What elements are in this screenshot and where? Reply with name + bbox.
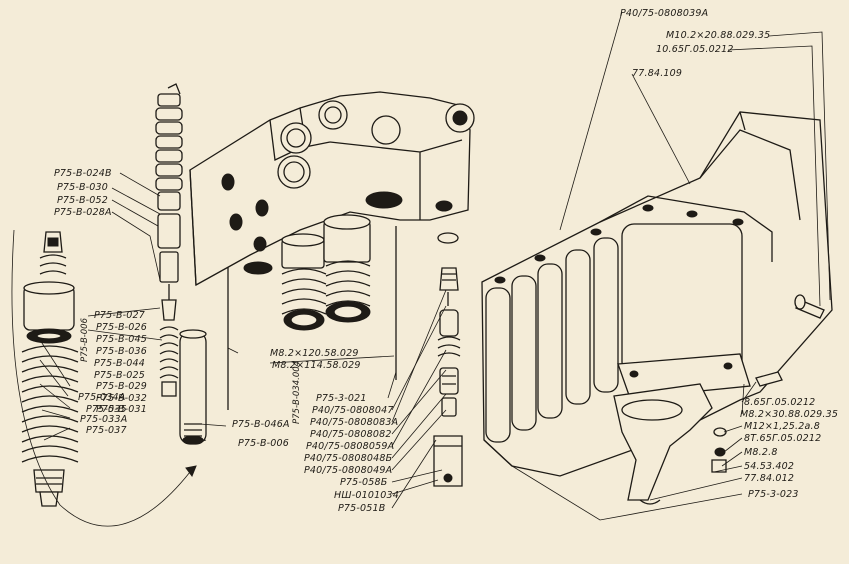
part-label: P40/75-0808039A: [620, 8, 709, 19]
part-label: P75-B-026: [96, 322, 147, 333]
part-label: НШ-0101034: [334, 490, 400, 501]
part-label: P75-B-032: [96, 393, 147, 404]
part-label: P75-058Б: [340, 477, 388, 488]
small-parts-column: [433, 267, 463, 487]
part-label: P75-B-027: [94, 310, 145, 321]
part-label: M10.2×20.88.029.35: [666, 30, 771, 41]
part-label: 77.84.109: [632, 68, 683, 79]
part-label: M8.2.8: [744, 447, 778, 458]
part-label: P40/75-0808049A: [304, 465, 393, 476]
part-label: P75-3-023: [748, 489, 799, 500]
part-label: P75-034A: [78, 392, 126, 403]
part-label: P75-B-031: [96, 404, 147, 415]
part-label: P40/75-0808083A: [310, 417, 399, 428]
part-label: M12×1,25.2a.8: [744, 421, 820, 432]
part-label: P75-B-025: [94, 370, 145, 381]
part-label: P40/75-0808082: [310, 429, 392, 440]
part-label: P75-037: [86, 425, 127, 436]
valve-housing: [189, 91, 475, 287]
part-label-vertical: P75-B-006: [80, 318, 90, 362]
part-label: 54.53.402: [744, 461, 795, 472]
part-label: M8.2×114.58.029: [272, 360, 361, 371]
part-label: P75-B-029: [96, 381, 147, 392]
part-label: 77.84.012: [744, 473, 795, 484]
part-label: P75-B-036: [96, 346, 147, 357]
part-label: P75-033A: [80, 414, 128, 425]
part-label: P75-B-044: [94, 358, 145, 369]
part-label: P75-035: [86, 404, 127, 415]
spring-cups: [281, 214, 459, 380]
part-label: 8Т.65Г.05.0212: [744, 433, 822, 444]
cover-manifold: [481, 111, 833, 505]
part-label: M8.2×30.88.029.35: [740, 409, 839, 420]
part-label: P40/75-0808048Б: [304, 453, 393, 464]
spool-rod: [155, 83, 229, 445]
part-label: P75-B-024B: [54, 168, 112, 179]
part-label: P75-051B: [338, 503, 386, 514]
part-label: P75-B-030: [57, 182, 108, 193]
part-label: P75-B-006: [238, 438, 289, 449]
part-label: P75-B-045: [96, 334, 147, 345]
part-label: 8.65Г.05.0212: [744, 397, 816, 408]
part-label: M8.2×120.58.029: [270, 348, 359, 359]
part-label: P40/75-0808047: [312, 405, 394, 416]
part-label: P75-3-021: [316, 393, 367, 404]
part-label: P75-B-028A: [54, 207, 112, 218]
leader-lines: [39, 11, 831, 521]
spring-valve-assembly: [11, 229, 197, 527]
part-label: P75-B-052: [57, 195, 108, 206]
part-label: P75-B-046A: [232, 419, 290, 430]
part-label: 10.65Г.05.0212: [656, 44, 734, 55]
part-label-vertical: P75-В-034.004: [292, 360, 302, 424]
part-label: P40/75-0808059A: [306, 441, 395, 452]
